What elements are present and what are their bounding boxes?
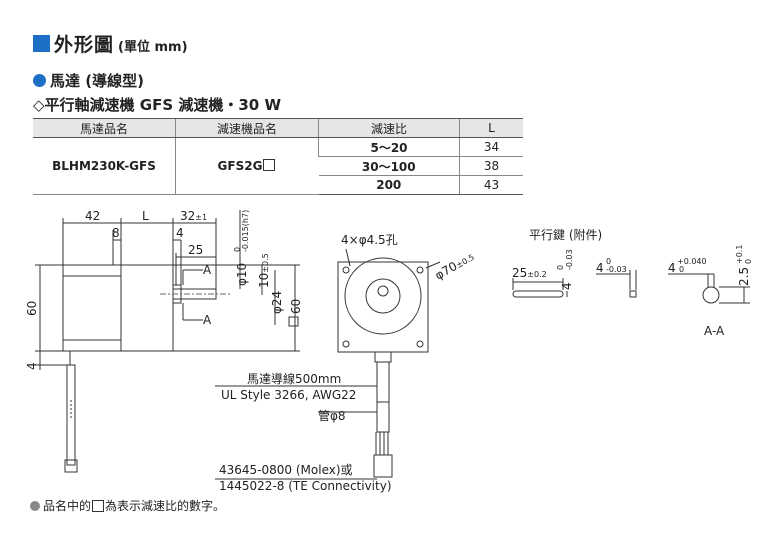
connector-label-1: 43645-0800 (Molex)或 bbox=[219, 463, 353, 477]
key-dim-4a-tol-upper: 0 bbox=[556, 265, 565, 270]
col-header: 減速比 bbox=[318, 118, 460, 138]
dim-60-right: 60 bbox=[289, 299, 303, 314]
key-dim-4b: 4 bbox=[596, 261, 604, 275]
keyway-dim-25: 2.5 bbox=[737, 267, 751, 286]
label-A-bottom: A bbox=[203, 313, 212, 327]
col-header: 馬達品名 bbox=[33, 118, 176, 138]
tube-label: 管φ8 bbox=[318, 408, 346, 423]
keyway-dim-4-tol-upper: +0.040 bbox=[677, 257, 707, 266]
dim-32: 32±1 bbox=[180, 209, 207, 223]
key-dim-4a-tol-lower: -0.03 bbox=[565, 249, 574, 270]
bullet-dot-icon bbox=[33, 74, 46, 87]
lead-label: 馬達導線500mm bbox=[247, 371, 341, 386]
section-AA: A-A bbox=[704, 324, 725, 338]
dim-4: 4 bbox=[176, 226, 184, 240]
col-header: L bbox=[459, 118, 523, 138]
table-row: BLHM230K-GFS GFS2G 5～20 34 bbox=[33, 137, 523, 195]
ratio-cell: 30～100 bbox=[318, 156, 460, 176]
title-square-icon bbox=[33, 35, 50, 52]
dim-60-left: 60 bbox=[25, 301, 39, 316]
dim-42: 42 bbox=[85, 209, 100, 223]
placeholder-square-icon bbox=[263, 159, 276, 171]
dim-phi70: φ70±0.5 bbox=[433, 249, 477, 282]
lead-wire-side bbox=[66, 364, 76, 466]
gearhead-name: GFS2G bbox=[175, 137, 319, 195]
key-end bbox=[629, 290, 637, 298]
section-title-text: 馬達 (導線型) bbox=[50, 72, 144, 90]
footnote-text-after: 為表示減速比的數字。 bbox=[105, 499, 226, 513]
table-header-row: 馬達品名 減速機品名 減速比 L bbox=[33, 118, 523, 138]
connector-shape bbox=[373, 454, 393, 478]
motor-body-side bbox=[62, 264, 122, 352]
key-dim-4b-tol-upper: 0 bbox=[606, 257, 611, 266]
dim-phi10: φ10 bbox=[235, 263, 249, 286]
key-top bbox=[512, 290, 564, 298]
section-subtitle: ◇平行軸減速機 GFS 減速機・30 W bbox=[33, 96, 281, 114]
title-unit: (單位 mm) bbox=[118, 40, 188, 55]
spec-table: 馬達品名 減速機品名 減速比 L BLHM230K-GFS GFS2G 5～20… bbox=[33, 118, 523, 195]
footnote: 品名中的為表示減速比的數字。 bbox=[30, 497, 225, 514]
keyway-dim-4: 4 bbox=[668, 261, 676, 275]
keyway-dim-25-tol-upper: +0.1 bbox=[735, 245, 744, 264]
page-title: 外形圖 (單位 mm) bbox=[33, 30, 188, 57]
col-header: 減速機品名 bbox=[175, 118, 319, 138]
dim-25: 25 bbox=[188, 243, 203, 257]
key-title: 平行鍵 (附件) bbox=[529, 227, 602, 242]
keyway-dim-4-tol-lower: 0 bbox=[679, 265, 684, 274]
dim-8: 8 bbox=[112, 226, 120, 240]
dim-phi24: φ24 bbox=[270, 291, 284, 314]
dim-4-bottom: 4 bbox=[25, 362, 39, 370]
ratio-cell: 5～20 bbox=[318, 137, 460, 157]
dim-phi10-tol-upper: 0 bbox=[233, 247, 242, 252]
table-row: 200 43 bbox=[33, 175, 523, 195]
label-A-top: A bbox=[203, 263, 212, 277]
title-text: 外形圖 bbox=[54, 34, 115, 56]
motor-name: BLHM230K-GFS bbox=[33, 137, 176, 195]
ratio-cell: 200 bbox=[318, 175, 460, 195]
placeholder-square-icon bbox=[288, 316, 299, 327]
keyway-section bbox=[702, 286, 720, 304]
l-cell: 34 bbox=[459, 137, 523, 157]
dim-10: 10±0.5 bbox=[257, 253, 271, 288]
key-dim-4b-tol-lower: -0.03 bbox=[606, 265, 627, 274]
connector-label-2: 1445022-8 (TE Connectivity) bbox=[219, 479, 392, 493]
footnote-dot-icon bbox=[30, 500, 40, 511]
dim-L: L bbox=[142, 209, 149, 223]
holes-label: 4×φ4.5孔 bbox=[341, 233, 398, 247]
key-dim-25: 25±0.2 bbox=[512, 266, 547, 280]
l-cell: 43 bbox=[459, 175, 523, 195]
placeholder-square-icon bbox=[92, 499, 105, 512]
lead-spec: UL Style 3266, AWG22 bbox=[221, 388, 356, 402]
l-cell: 38 bbox=[459, 156, 523, 176]
gearhead-side bbox=[120, 264, 174, 352]
dim-phi10-tol-lower: -0.015(h7) bbox=[241, 210, 250, 252]
table-row: 30～100 38 bbox=[33, 156, 523, 176]
footnote-text-before: 品名中的 bbox=[43, 499, 92, 513]
key-dim-4a: 4 bbox=[560, 282, 574, 290]
flange-circle bbox=[344, 257, 422, 335]
section-title: 馬達 (導線型) bbox=[33, 70, 144, 91]
keyway-dim-25-tol-lower: 0 bbox=[744, 259, 753, 264]
